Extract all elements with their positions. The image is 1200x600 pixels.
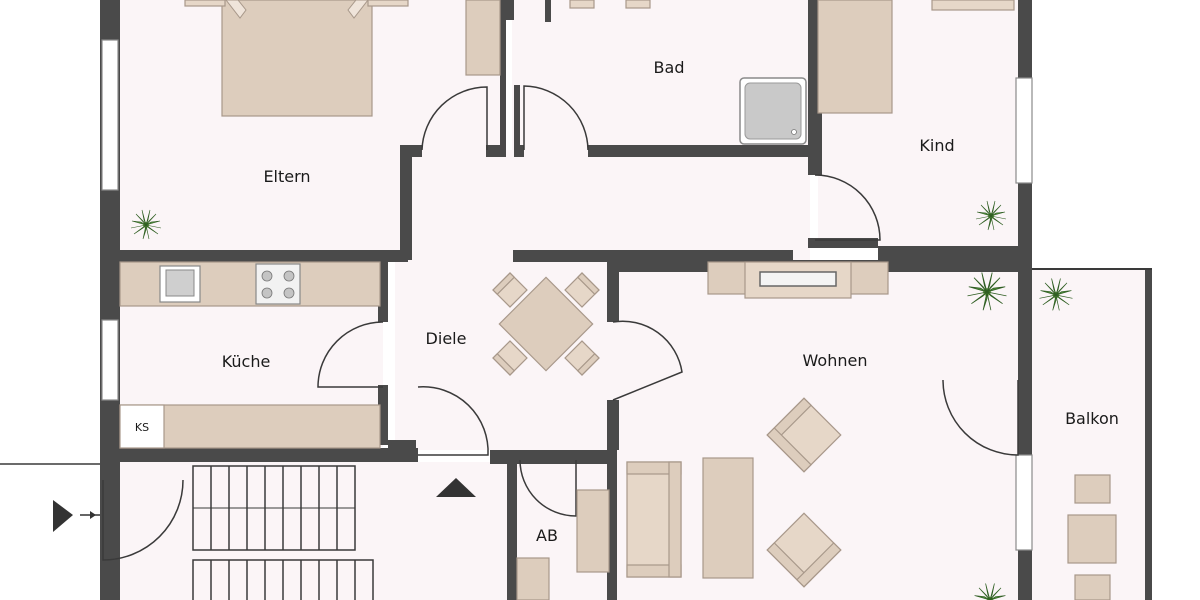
kitchen-counter-top [119, 261, 381, 307]
sink-icon [159, 265, 201, 303]
bedroom-furniture [184, 0, 501, 117]
room-label-kueche: Küche [222, 352, 271, 371]
room-label-balkon: Balkon [1065, 409, 1119, 428]
room-label-ab: AB [536, 526, 558, 545]
fridge-label: KS [135, 421, 149, 434]
ab-furniture [516, 489, 610, 600]
balcony-furniture [1067, 474, 1117, 600]
bath-fixtures [569, 0, 807, 145]
room-label-diele: Diele [426, 329, 467, 348]
doors [102, 85, 1019, 561]
living-furniture [626, 261, 889, 588]
room-label-bad: Bad [654, 58, 685, 77]
room-label-eltern: Eltern [263, 167, 310, 186]
dining-set [492, 272, 600, 376]
room-label-kind: Kind [919, 136, 954, 155]
staircase [192, 465, 374, 600]
kitchen-counter-bottom: KS [119, 404, 381, 449]
room-label-wohnen: Wohnen [803, 351, 868, 370]
kid-room-furniture [817, 0, 1015, 114]
shower-icon [739, 77, 807, 145]
windows [101, 39, 1033, 551]
stove-icon [255, 263, 301, 305]
entrance-arrow-icon [0, 463, 100, 532]
direction-arrow-icon [436, 478, 476, 497]
